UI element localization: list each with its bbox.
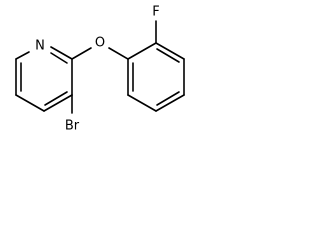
nitrogen-label: N: [35, 39, 45, 54]
bond-c1prime-c2prime: [127, 42, 157, 60]
bond-c2-n-inner: [50, 52, 68, 64]
bond-c2prime-c3prime: [155, 42, 185, 60]
structure-diagram: N O Br F: [15, 5, 185, 134]
fluorophenyl-ring: [127, 42, 185, 112]
bond-o-c1prime: [108, 47, 129, 60]
bond-c4prime-c5prime: [155, 94, 185, 112]
bond-c5prime-c6prime: [127, 94, 157, 112]
bond-c4prime-c5prime-inner: [156, 91, 180, 106]
pyridine-ring: [15, 46, 73, 112]
bond-c4-c3: [43, 94, 73, 112]
fluorine-label: F: [152, 5, 159, 20]
bond-c2prime-c3prime-inner: [156, 48, 180, 63]
bond-c2-n: [50, 46, 73, 60]
bond-n-c6: [15, 51, 30, 60]
bromine-label: Br: [65, 119, 80, 134]
oxygen-label: O: [95, 36, 105, 51]
bond-c5-c4: [15, 94, 45, 112]
bond-c2-o: [71, 47, 92, 60]
bond-c4-c3-inner: [44, 91, 68, 106]
